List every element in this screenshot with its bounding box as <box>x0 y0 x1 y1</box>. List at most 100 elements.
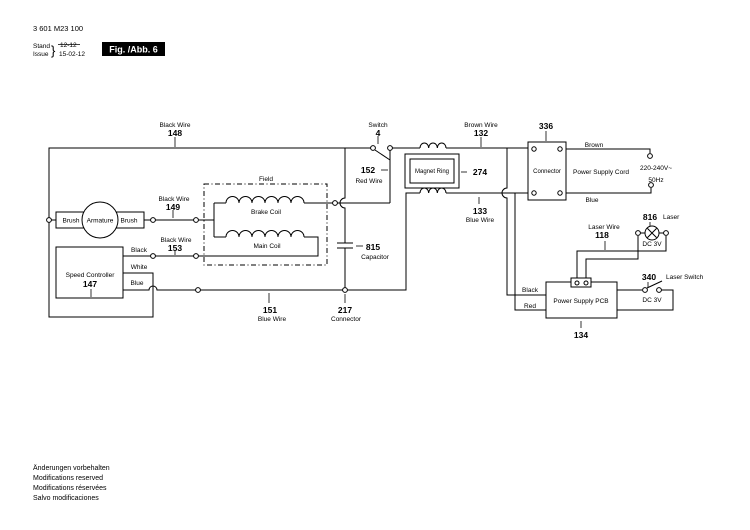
laser-wire-a <box>576 236 667 278</box>
brown-cord-wire <box>566 148 651 153</box>
black-wire-153-line <box>123 236 319 257</box>
switch4-num: 4 <box>376 128 381 138</box>
switch4-terminal-right <box>387 145 393 151</box>
lamp-terminal-right <box>663 230 669 236</box>
speed-controller-num: 147 <box>83 279 97 289</box>
wire-153-num: 153 <box>168 243 182 253</box>
issue-label: Issue <box>33 51 49 58</box>
voltage-label: 220-240V~ <box>640 165 672 172</box>
magnet-coil-lower <box>419 187 447 194</box>
laser-dc-label: DC 3V <box>642 241 662 248</box>
laser-switch-dc-label: DC 3V <box>642 297 662 304</box>
wire-133-num: 133 <box>473 206 487 216</box>
terminal <box>46 217 52 223</box>
brush-left-label: Brush <box>63 218 80 225</box>
mains-terminal-brown <box>647 153 653 159</box>
issue-date: 15-02-12 <box>59 51 85 58</box>
wire-148-num: 148 <box>168 128 182 138</box>
laser-wire-name: Laser Wire <box>588 224 620 231</box>
pcb-black-wire <box>501 148 546 296</box>
field-box <box>203 183 328 266</box>
wire-132-name: Brown Wire <box>464 122 498 129</box>
laser-switch-loop <box>617 289 674 311</box>
field-internal-wires <box>196 202 226 238</box>
terminal <box>150 253 156 259</box>
connector-336-label: Connector <box>533 169 561 175</box>
magnet-coil-upper <box>419 142 447 149</box>
brush-right-label: Brush <box>121 218 138 225</box>
laser-switch-terminal-left <box>642 287 648 293</box>
capacitor-815-branch <box>337 148 353 290</box>
laser-label: Laser <box>663 214 680 221</box>
speed-controller-box <box>55 246 124 299</box>
laser-switch-label: Laser Switch <box>666 274 704 281</box>
wire-132-num: 132 <box>474 128 488 138</box>
black-wire-148-and-white-loop <box>48 147 373 318</box>
stand-label: Stand <box>33 43 50 50</box>
wire-152-name: Red Wire <box>355 178 382 185</box>
connector-217-label: Connector <box>331 316 362 323</box>
footer-line-fr: Modifications réservées <box>33 485 107 492</box>
pcb-terminal <box>574 280 580 286</box>
part-number: 3 601 M23 100 <box>33 24 83 33</box>
sc-white-label: White <box>131 264 148 271</box>
terminal <box>195 287 201 293</box>
wire-151-num: 151 <box>263 305 277 315</box>
laser-switch-terminal-right <box>656 287 662 293</box>
terminal <box>193 217 199 223</box>
brown-label: Brown <box>585 142 604 149</box>
footer-line-es: Salvo modificaciones <box>33 495 99 502</box>
laser-switch-blade <box>646 280 663 289</box>
blue-cord-wire <box>566 188 652 194</box>
fig-label-box <box>102 42 165 56</box>
switch4-label: Switch <box>368 122 388 129</box>
wire-151-name: Blue Wire <box>258 316 287 323</box>
brake-coil-label: Brake Coil <box>251 209 282 216</box>
magnet-ring-num: 274 <box>473 167 487 177</box>
wire-133-name: Blue Wire <box>466 217 495 224</box>
pcb-black-label: Black <box>522 287 539 294</box>
capacitor-label: Capacitor <box>361 254 390 261</box>
terminal-217 <box>342 287 348 293</box>
terminal <box>332 200 338 206</box>
brace-glyph: } <box>51 43 56 58</box>
speed-controller-label: Speed Controller <box>66 272 116 279</box>
wire-149-num: 149 <box>166 202 180 212</box>
laser-switch-num: 340 <box>642 272 656 282</box>
capacitor-num: 815 <box>366 242 380 252</box>
laser-wire-num: 118 <box>595 230 609 240</box>
wire-152-num: 152 <box>361 165 375 175</box>
terminal <box>193 253 199 259</box>
sc-black-label: Black <box>131 247 148 254</box>
pcb-box <box>545 281 618 319</box>
fig-label: Fig. /Abb. 6 <box>109 45 158 55</box>
freq-label: 50Hz <box>648 177 663 184</box>
connector-217-num: 217 <box>338 305 352 315</box>
lamp-x-glyph <box>647 228 657 238</box>
wire-149-name: Black Wire <box>158 196 189 203</box>
lamp-terminal-left <box>635 230 641 236</box>
pcb-red-label: Red <box>524 303 536 310</box>
terminal <box>150 217 156 223</box>
connector-terminal <box>531 146 537 152</box>
magnet-ring-inner-box <box>409 158 455 184</box>
main-coil-symbol <box>225 230 305 238</box>
wire-153-name: Black Wire <box>160 237 191 244</box>
brake-coil-symbol <box>225 196 305 204</box>
connector-336-num: 336 <box>539 121 553 131</box>
field-label: Field <box>259 176 273 183</box>
old-date-struck: 12-12 <box>60 42 77 49</box>
blue-wire-151-133 <box>123 192 528 291</box>
connector-terminal <box>557 190 563 196</box>
pcb-num: 134 <box>574 330 588 340</box>
switch4-blade <box>374 149 391 161</box>
blue-label: Blue <box>585 197 598 204</box>
armature-label: Armature <box>87 218 114 225</box>
connector-terminal <box>557 146 563 152</box>
pcb-red-wire <box>514 193 546 311</box>
pcb-terminal <box>583 280 589 286</box>
laser-num: 816 <box>643 212 657 222</box>
footer-line-en: Modifications reserved <box>33 475 103 482</box>
